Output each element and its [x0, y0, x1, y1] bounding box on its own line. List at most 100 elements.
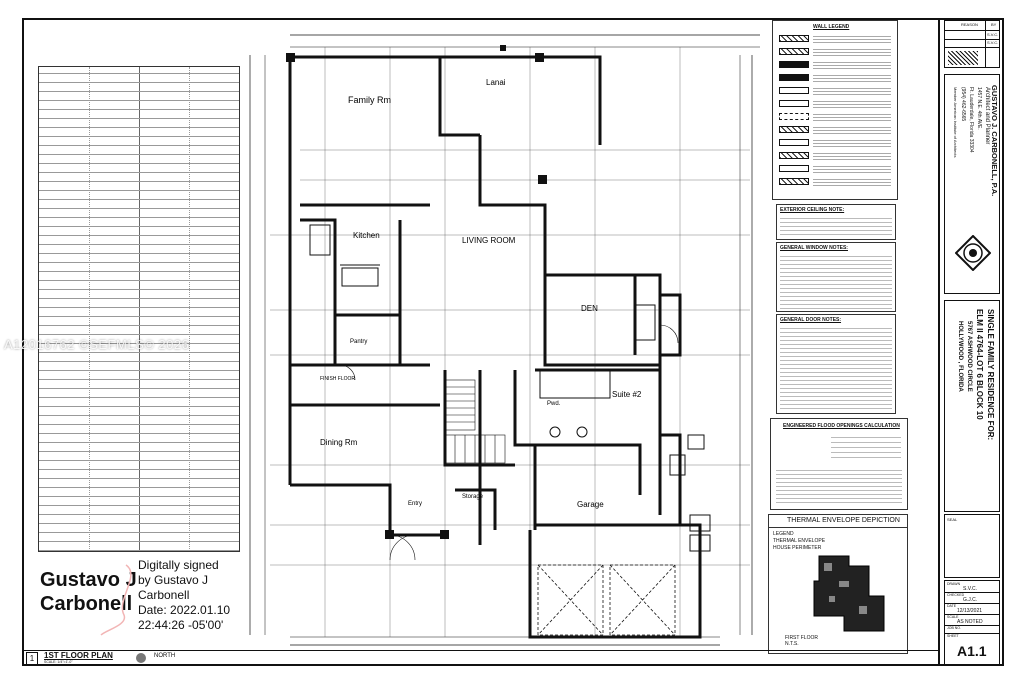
drawing-footer: 1 1ST FLOOR PLAN SCALE: 1/4"=1'-0" NORTH [22, 650, 938, 666]
schedule-row-line [39, 307, 239, 308]
wall-legend-swatch [779, 100, 809, 107]
window-notes: GENERAL WINDOW NOTES: [776, 242, 896, 312]
schedule-row-line [39, 109, 239, 110]
sheet-number: A1.1 [957, 643, 987, 659]
signature-stroke [100, 564, 132, 636]
wall-legend-swatch [779, 87, 809, 94]
schedule-row-line [39, 478, 239, 479]
wall-legend-swatch [779, 48, 809, 55]
seal-label: SEAL [947, 517, 958, 522]
firm-address-2: Ft. Lauderdale, Florida 33304 [968, 87, 974, 153]
schedule-row-line [39, 235, 239, 236]
schedule-row-line [39, 451, 239, 452]
wall-legend-swatch [779, 126, 809, 133]
schedule-row-line [39, 487, 239, 488]
signature-line-4: Date: 2022.01.10 [138, 603, 231, 617]
wall-legend-box: WALL LEGEND [772, 20, 898, 200]
schedule-row-line [39, 226, 239, 227]
room-family: Family Rm [348, 95, 391, 105]
signature-name: Gustavo J Carbonell [40, 568, 137, 616]
project-block: SINGLE FAMILY RESIDENCE FOR: ELM II 4764… [944, 300, 1000, 512]
firm-subtitle: Architect and Planner [984, 87, 990, 145]
schedule-row-line [39, 253, 239, 254]
sheet-label: SHEET [947, 634, 959, 638]
drawn-value: S.V.C. [963, 586, 977, 592]
room-suite: Suite #2 [612, 390, 642, 399]
architect-block: GUSTAVO J. CARBONELL, P.A. Architect and… [944, 74, 1000, 294]
schedule-row-line [39, 442, 239, 443]
schedule-row-line [39, 244, 239, 245]
date-label: DATE [947, 604, 957, 608]
nts-label: N.T.S. [785, 641, 799, 647]
schedule-row-line [39, 172, 239, 173]
drawn-label: DRAWN [947, 582, 961, 586]
firm-name: GUSTAVO J. CARBONELL, P.A. [990, 85, 999, 197]
project-lot: ELM II 4764-LOT 6 BLOCK 10 [975, 309, 984, 420]
wall-legend-text-lines [813, 34, 891, 43]
schedule-row-line [39, 523, 239, 524]
room-entry: Entry [408, 501, 422, 507]
schedule-row-line [39, 217, 239, 218]
signature-line-5: 22:44:26 -05'00' [138, 618, 224, 632]
exterior-ceiling-title: EXTERIOR CEILING NOTE: [780, 207, 845, 213]
mls-watermark: A12016762 ©SEFMLS© 2026 [4, 337, 190, 352]
seal-block: SEAL [944, 514, 1000, 578]
thermal-envelope-box: THERMAL ENVELOPE DEPICTION LEGEND THERMA… [768, 514, 908, 654]
schedule-row-line [39, 163, 239, 164]
wall-legend-text-lines [813, 86, 891, 95]
schedule-row-line [39, 316, 239, 317]
schedule-row-line [39, 289, 239, 290]
schedule-row-line [39, 361, 239, 362]
wall-legend-swatch [779, 165, 809, 172]
schedule-row-line [39, 397, 239, 398]
schedule-row-line [39, 82, 239, 83]
thermal-envelope-label: THERMAL ENVELOPE [773, 538, 826, 544]
schedule-row-line [39, 514, 239, 515]
north-arrow-icon [136, 653, 146, 663]
schedule-row-line [39, 280, 239, 281]
signature-line-1: Digitally signed [138, 558, 219, 572]
house-perimeter-label: HOUSE PERIMETER [773, 545, 822, 551]
schedule-row-line [39, 370, 239, 371]
signature-line-2: by Gustavo J [138, 573, 209, 587]
schedule-row-line [39, 541, 239, 542]
room-garage: Garage [577, 500, 604, 509]
exterior-ceiling-note: EXTERIOR CEILING NOTE: [776, 204, 896, 240]
schedule-row-line [39, 406, 239, 407]
schedule-row-line [39, 190, 239, 191]
wall-legend-text-lines [813, 99, 891, 108]
room-dining: Dining Rm [320, 438, 358, 447]
schedule-row-line [39, 325, 239, 326]
window-notes-title: GENERAL WINDOW NOTES: [780, 245, 848, 251]
schedule-row-line [39, 154, 239, 155]
wall-legend-swatch [779, 139, 809, 146]
firm-phone: (954) 462-6565 [960, 87, 966, 122]
wall-legend-swatch [779, 113, 809, 120]
checked-label: CHECKED [947, 593, 965, 597]
finish-floor-label: FINISH FLOOR [320, 376, 355, 382]
schedule-row-line [39, 550, 239, 551]
room-lanai: Lanai [486, 78, 506, 87]
revision-block: REASON BY S.V.C. S.V.C. [944, 20, 1000, 68]
schedule-row-line [39, 208, 239, 209]
wall-legend-text-lines [813, 151, 891, 160]
door-schedule-table [38, 66, 240, 552]
room-storage: Storage [462, 494, 484, 500]
first-floor-label: FIRST FLOOR [785, 635, 818, 641]
schedule-row-line [39, 496, 239, 497]
wall-legend-text-lines [813, 60, 891, 69]
wall-legend-title: WALL LEGEND [813, 24, 850, 30]
schedule-row-line [39, 262, 239, 263]
schedule-row-line [39, 379, 239, 380]
north-label: NORTH [154, 653, 176, 659]
room-kitchen: Kitchen [353, 231, 380, 240]
scale-label: SCALE [947, 615, 959, 619]
wall-legend-swatch [779, 152, 809, 159]
scale-value: AS NOTED [957, 619, 983, 625]
thermal-legend-label: LEGEND [773, 531, 794, 537]
schedule-row-line [39, 118, 239, 119]
date-value: 12/13/2021 [957, 608, 983, 614]
schedule-row-line [39, 91, 239, 92]
schedule-row-line [39, 433, 239, 434]
firm-member: Member American Institute of Architects [953, 87, 958, 158]
